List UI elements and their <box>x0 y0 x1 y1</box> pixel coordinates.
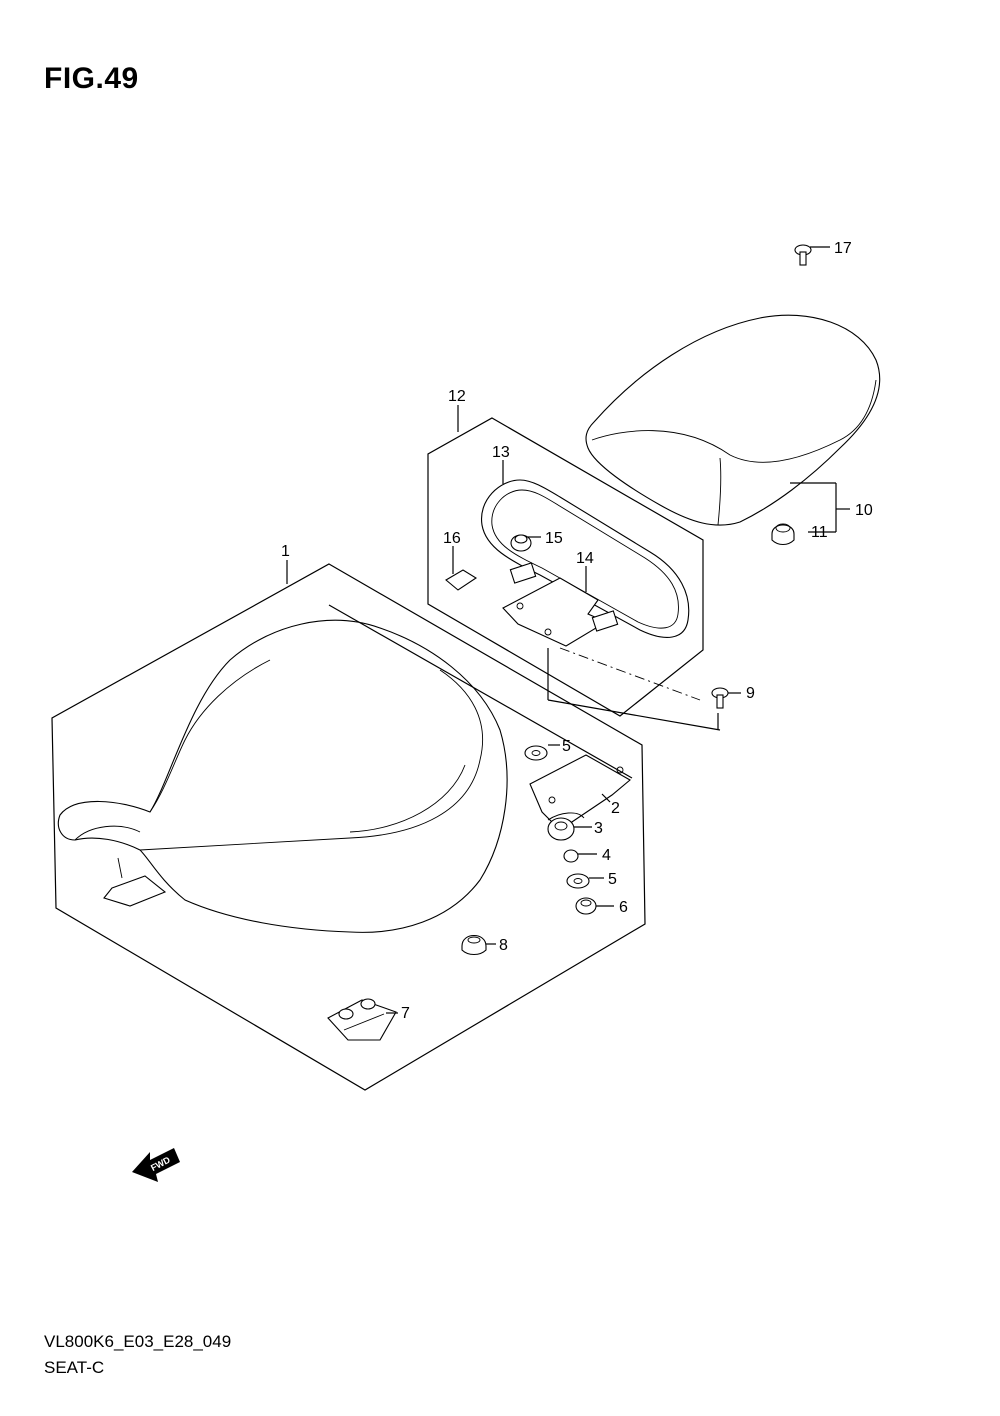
part-3-grommet[interactable] <box>547 817 575 841</box>
part-16-cushion[interactable] <box>445 569 478 591</box>
callout-17: 17 <box>834 240 852 257</box>
callout-8: 8 <box>499 937 508 954</box>
part-2-bracket[interactable] <box>529 754 631 831</box>
callout-3: 3 <box>594 820 603 837</box>
part-5-washer-upper[interactable] <box>524 745 548 761</box>
part-11-cap-nut[interactable] <box>771 523 795 546</box>
rear-seat-bracket[interactable] <box>502 562 619 647</box>
callout-5a: 5 <box>562 738 571 755</box>
callout-2: 2 <box>611 800 620 817</box>
part-5-washer-lower[interactable] <box>566 873 590 889</box>
rear-seat-frame[interactable] <box>481 479 690 638</box>
callout-5b: 5 <box>608 871 617 888</box>
fwd-arrow: FWD <box>132 1148 180 1182</box>
part-15-nut[interactable] <box>510 534 532 552</box>
part-7-holder[interactable] <box>327 998 397 1041</box>
callout-16: 16 <box>443 530 461 547</box>
callout-14: 14 <box>576 550 594 567</box>
callout-4: 4 <box>602 847 611 864</box>
leader-lines <box>286 246 850 1014</box>
rear-seat-group-outline <box>427 417 704 717</box>
callout-12: 12 <box>448 388 466 405</box>
rear-seat[interactable] <box>585 314 881 526</box>
callouts: 1 2 3 4 5 5 6 7 8 9 10 11 12 13 14 15 16… <box>281 240 873 1022</box>
callout-13: 13 <box>492 444 510 461</box>
diagram-code: VL800K6_E03_E28_049 <box>44 1332 232 1351</box>
front-seat-group-outline <box>51 563 646 1091</box>
callout-7: 7 <box>401 1005 410 1022</box>
callout-15: 15 <box>545 530 563 547</box>
part-17-screw[interactable] <box>794 244 812 266</box>
part-9-screw[interactable] <box>711 687 729 709</box>
callout-9: 9 <box>746 685 755 702</box>
diagram-name: SEAT-C <box>44 1358 105 1377</box>
rear-seat-dash-line <box>559 647 701 701</box>
callout-10: 10 <box>855 502 873 519</box>
callout-6: 6 <box>619 899 628 916</box>
callout-11: 11 <box>811 524 828 541</box>
part-8-cushion[interactable] <box>461 934 487 956</box>
part-6-nut[interactable] <box>575 897 597 915</box>
figure-title: FIG.49 <box>44 62 139 95</box>
part-4-collar[interactable] <box>563 849 579 863</box>
callout-1: 1 <box>281 543 290 560</box>
front-seat[interactable] <box>57 619 508 933</box>
